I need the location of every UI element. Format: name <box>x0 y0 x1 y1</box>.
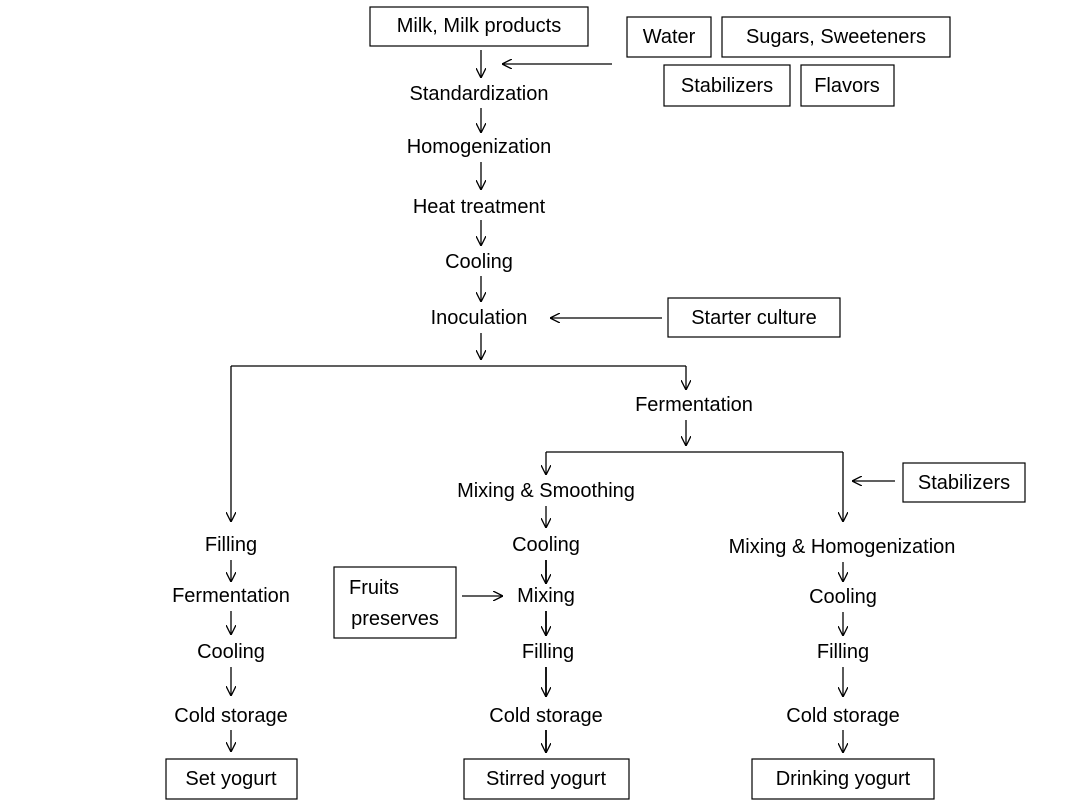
stabilizers-drink-box: Stabilizers <box>902 462 1026 503</box>
stirred-step-filling: Filling <box>522 641 574 663</box>
preserves-label: preserves <box>351 608 439 630</box>
stirred-step-mixing-smoothing: Mixing & Smoothing <box>457 480 635 502</box>
stirred-step-cold-storage: Cold storage <box>489 705 602 727</box>
set-step-filling: Filling <box>205 534 257 556</box>
drinking-step-cold-storage: Cold storage <box>786 705 899 727</box>
stabilizers-box: Stabilizers <box>663 64 791 107</box>
stirred-yogurt-box: Stirred yogurt <box>463 758 630 800</box>
stabilizers-label: Stabilizers <box>681 75 773 97</box>
step-homogenization: Homogenization <box>407 136 552 158</box>
water-label: Water <box>643 26 696 48</box>
arrows <box>231 50 895 753</box>
drinking-yogurt-box: Drinking yogurt <box>751 758 935 800</box>
set-yogurt-label: Set yogurt <box>185 768 277 790</box>
water-box: Water <box>626 16 712 58</box>
drinking-step-filling: Filling <box>817 641 869 663</box>
step-standardization: Standardization <box>410 83 549 105</box>
step-heat-treatment: Heat treatment <box>413 196 546 218</box>
stirred-step-mixing: Mixing <box>517 585 575 607</box>
stabilizers-drink-label: Stabilizers <box>918 472 1010 494</box>
step-inoculation: Inoculation <box>431 307 528 329</box>
set-yogurt-box: Set yogurt <box>165 758 298 800</box>
flavors-label: Flavors <box>814 75 880 97</box>
drinking-yogurt-label: Drinking yogurt <box>776 768 911 790</box>
step-cooling: Cooling <box>445 251 513 273</box>
set-step-cold-storage: Cold storage <box>174 705 287 727</box>
fruits-label: Fruits <box>349 577 399 599</box>
drinking-step-mixing-homogenization: Mixing & Homogenization <box>729 536 956 558</box>
set-step-cooling: Cooling <box>197 641 265 663</box>
flavors-box: Flavors <box>800 64 895 107</box>
fruits-preserves-box: Fruits preserves <box>333 566 457 639</box>
drinking-step-cooling: Cooling <box>809 586 877 608</box>
milk-box: Milk, Milk products <box>369 6 589 47</box>
starter-culture-label: Starter culture <box>691 307 817 329</box>
stirred-step-cooling: Cooling <box>512 534 580 556</box>
starter-culture-box: Starter culture <box>667 297 841 338</box>
sugars-label: Sugars, Sweeteners <box>746 26 926 48</box>
milk-label: Milk, Milk products <box>397 15 561 37</box>
sugars-box: Sugars, Sweeteners <box>721 16 951 58</box>
stirred-yogurt-label: Stirred yogurt <box>486 768 606 790</box>
set-step-fermentation: Fermentation <box>172 585 290 607</box>
step-fermentation: Fermentation <box>635 394 753 416</box>
